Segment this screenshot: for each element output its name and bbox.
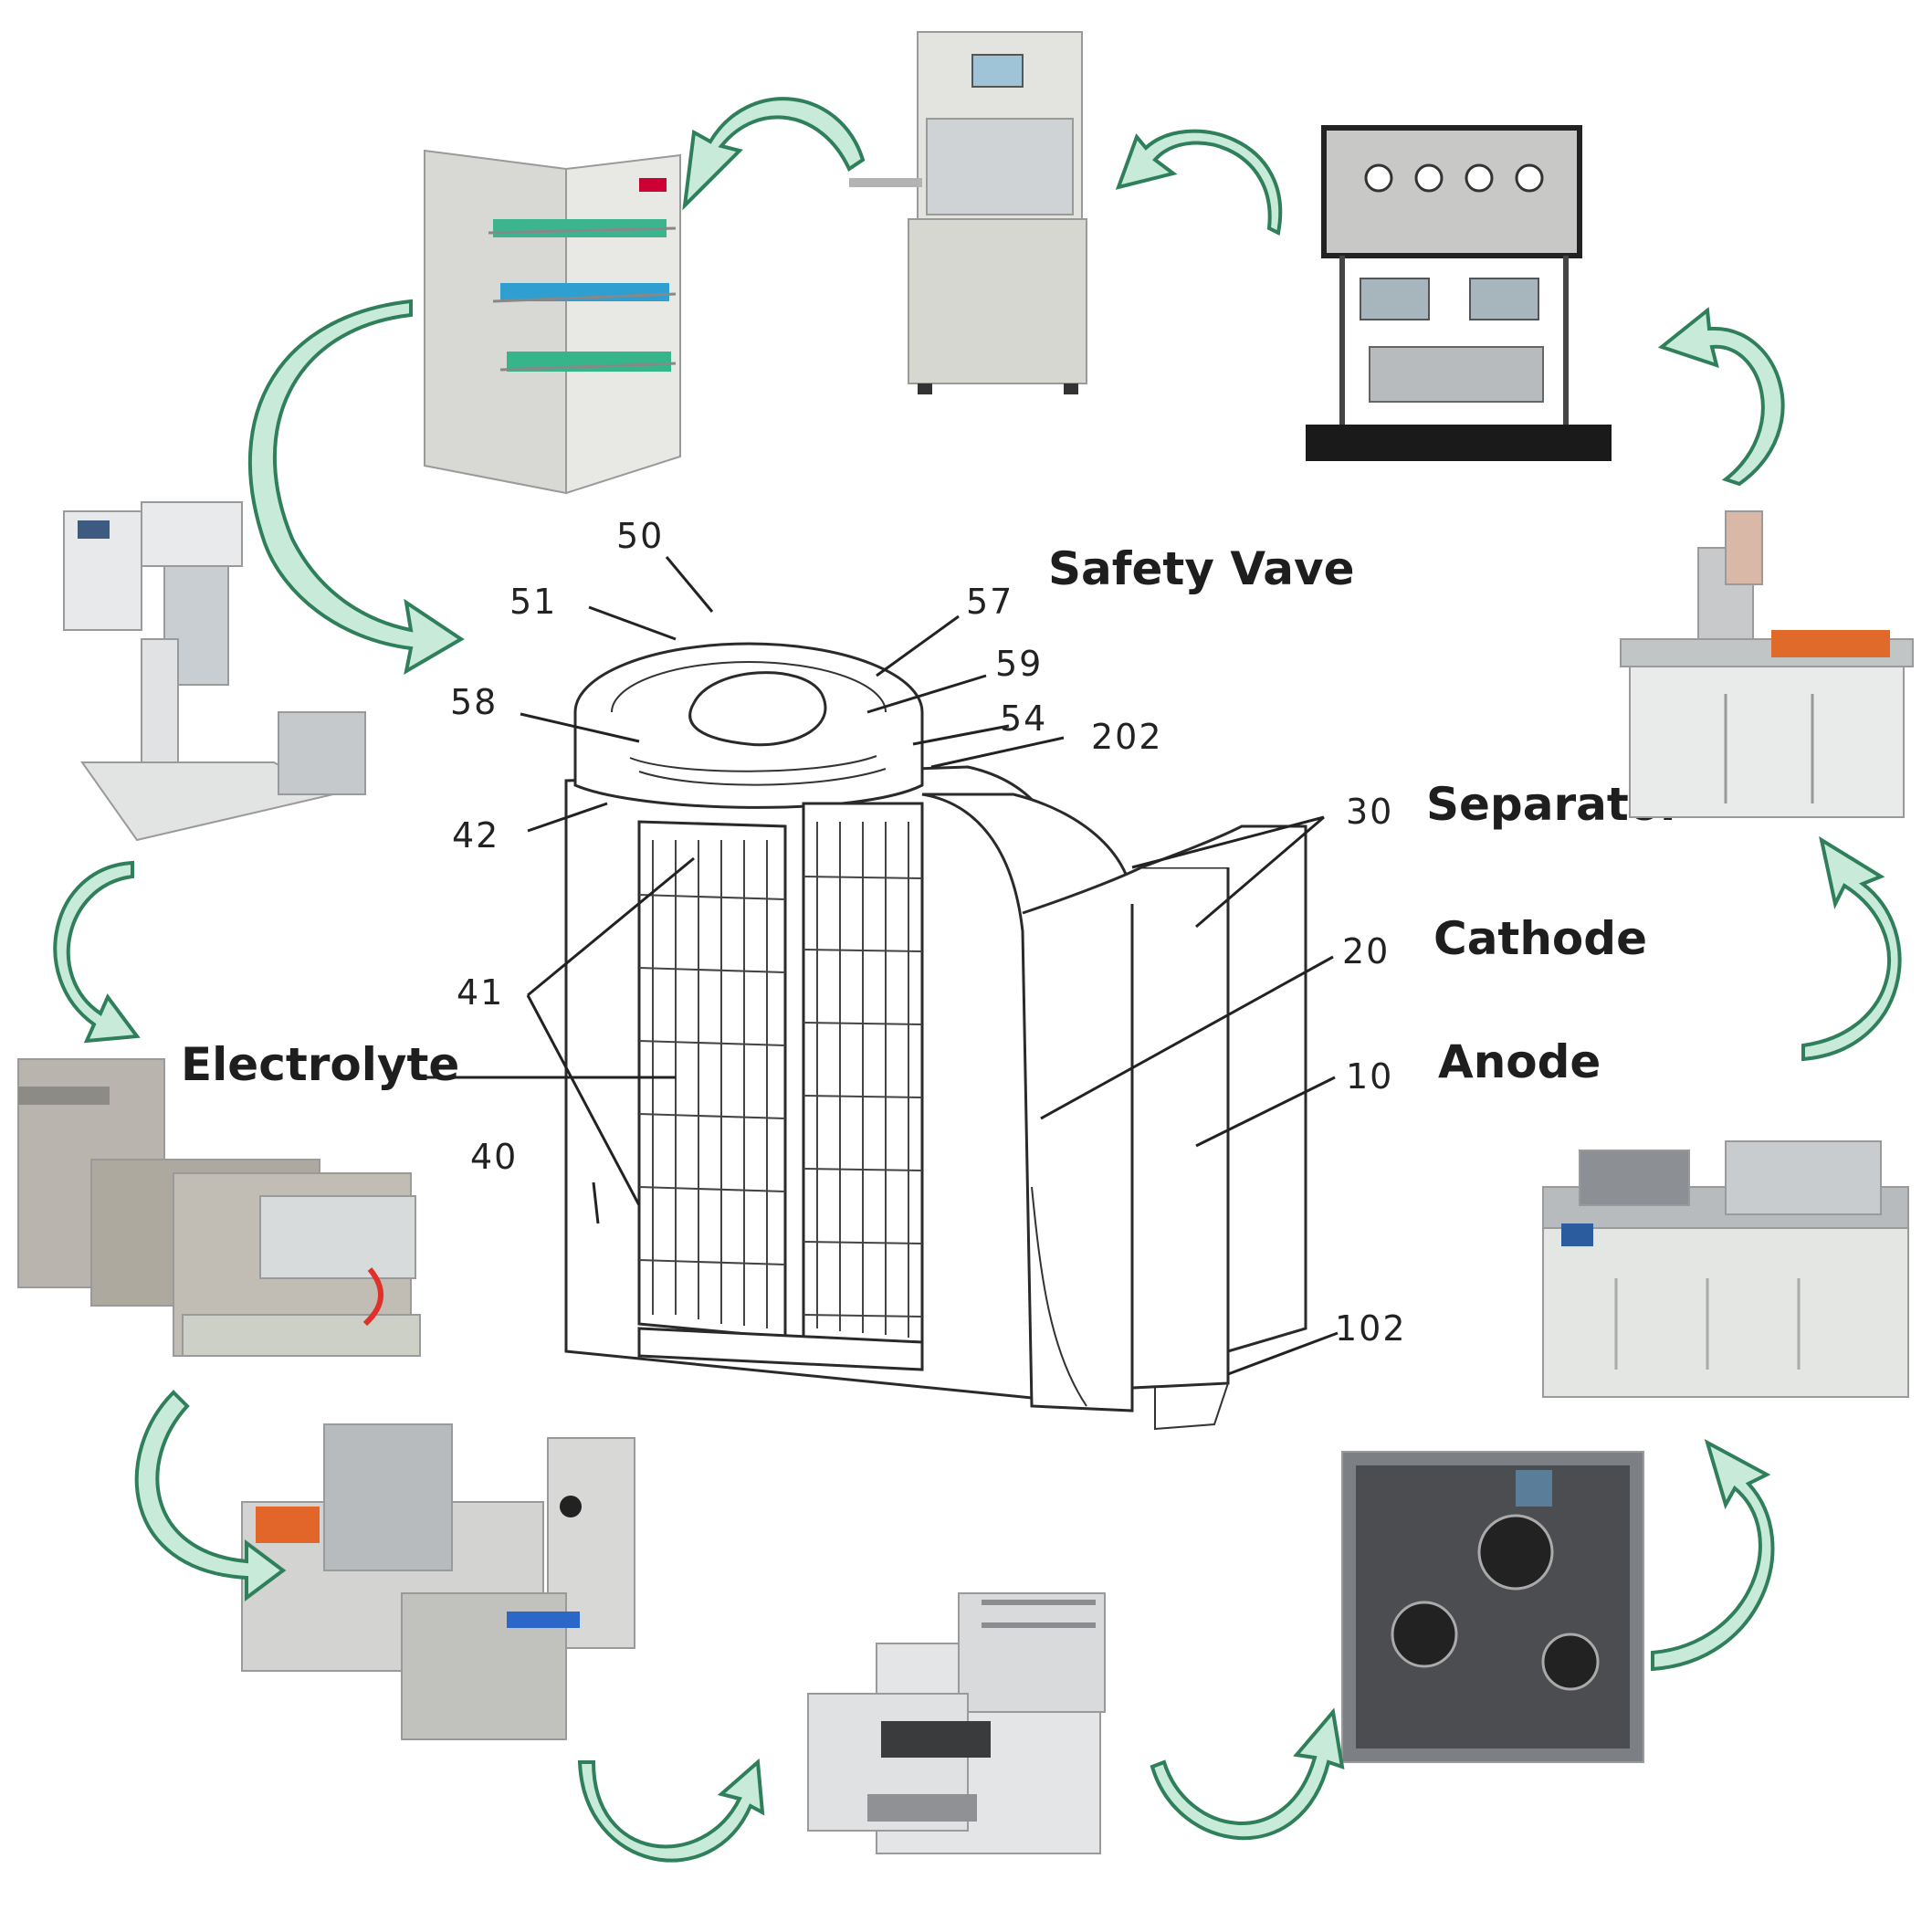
aging-rack-image [424, 149, 681, 495]
part-number-58: 58 [450, 682, 498, 722]
arrow-winder-to-welder [1801, 835, 1902, 1062]
term-anode: Anode [1438, 1035, 1601, 1088]
arrow-mixer-to-coating [53, 860, 141, 1044]
part-number-10: 10 [1346, 1056, 1393, 1097]
arrow-slitting-to-press [1150, 1707, 1345, 1841]
part-number-51: 51 [509, 582, 557, 622]
part-number-labels: 50 51 57 59 58 54 202 42 30 41 20 10 40 … [450, 516, 1407, 1349]
arrow-rack-to-cell [248, 299, 465, 675]
part-number-20: 20 [1342, 931, 1390, 971]
arrow-filler-to-sealer [1115, 129, 1283, 236]
part-number-50: 50 [616, 516, 664, 556]
part-number-42: 42 [452, 815, 499, 856]
mixer-machine-image [63, 501, 366, 842]
tab-welder-image [1620, 510, 1914, 818]
part-number-54: 54 [1000, 698, 1047, 739]
arrow-sealer-to-rack [682, 97, 866, 211]
arrow-assembly-to-slitting [577, 1758, 765, 1863]
leader-lines [415, 556, 1339, 1376]
coating-machine-image [17, 1058, 421, 1357]
term-safety-valve: Safety Vave [1048, 542, 1355, 595]
part-number-40: 40 [470, 1137, 518, 1177]
roller-press-image [1341, 1451, 1644, 1763]
part-number-57: 57 [966, 582, 1013, 622]
cell-assembly-image [241, 1423, 635, 1740]
part-number-41: 41 [457, 972, 504, 1013]
electrolyte-filler-image [1306, 125, 1612, 461]
arrow-coating-to-assembly [134, 1390, 287, 1601]
component-terms: Safety Vave Separator Cathode Anode Elec… [181, 542, 1683, 1091]
term-cathode: Cathode [1433, 912, 1647, 965]
winding-machine-image [1542, 1140, 1909, 1398]
battery-cell-cutaway [564, 642, 1307, 1431]
part-number-102: 102 [1335, 1308, 1407, 1349]
arrow-welder-to-filler [1657, 307, 1785, 487]
arrow-press-to-winder [1651, 1438, 1775, 1672]
part-number-30: 30 [1346, 792, 1393, 832]
part-number-59: 59 [995, 644, 1043, 684]
cycle-arrows [53, 97, 1902, 1863]
slitting-machine-image [807, 1592, 1106, 1854]
vacuum-sealer-image [849, 31, 1087, 394]
part-number-202: 202 [1091, 717, 1163, 757]
term-electrolyte: Electrolyte [181, 1038, 459, 1091]
